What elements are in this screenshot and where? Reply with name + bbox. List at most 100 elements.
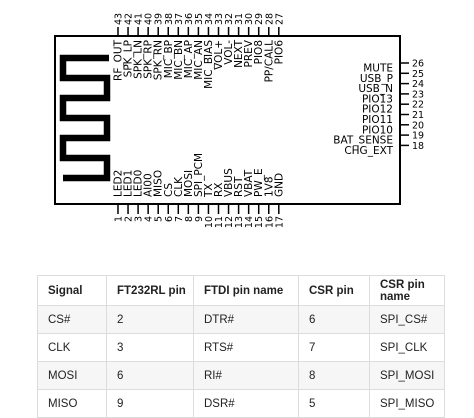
pin-label: MISO (153, 170, 165, 197)
pin-number: 39 (154, 13, 165, 25)
pin-number: 30 (244, 13, 255, 25)
pin-number: 25 (412, 69, 424, 80)
pin-number: 18 (412, 141, 424, 152)
pin-label: VBUS (223, 168, 235, 197)
pin-label: RST (233, 176, 245, 197)
pin-label: PIO11 (362, 114, 393, 126)
pin-label: GND (273, 173, 285, 197)
table-cell: 7 (298, 333, 370, 362)
pin-number: 32 (224, 13, 235, 25)
pin-number: 34 (204, 13, 215, 25)
pin-label: PIO10 (362, 124, 393, 136)
pins-layer: 43RF_OUT42SPK_LP41SPK_LN40SPK_RP39SPK_RN… (113, 13, 425, 228)
pin-number: 29 (254, 13, 265, 25)
pin-number: 16 (264, 216, 275, 228)
pin-number: 3 (134, 216, 145, 222)
pin-number: 13 (234, 216, 245, 228)
pin-label: PIO12 (362, 104, 393, 116)
pin-number: 26 (412, 59, 424, 70)
pin-label: MIC_BIAS (203, 40, 215, 89)
pin-label: USB_P (360, 73, 393, 85)
pin-number: 2 (124, 216, 135, 222)
pin-number: 40 (144, 13, 155, 25)
table-cell: RTS# (193, 333, 299, 362)
pin-number: 15 (254, 216, 265, 228)
pin-number: 41 (134, 13, 145, 25)
pin-number: 31 (234, 13, 245, 25)
table-cell: MISO (37, 389, 107, 418)
pin-label: MIC_BN (173, 40, 185, 80)
pin-number: 22 (412, 100, 424, 111)
table-cell: 8 (298, 361, 370, 390)
pin-number: 8 (184, 216, 195, 222)
chip-body (54, 35, 401, 205)
pin-number: 4 (144, 216, 155, 222)
pin-number: 42 (124, 13, 135, 25)
pin-number: 24 (412, 79, 424, 90)
pin-label: VOL- (223, 40, 235, 65)
pin-label: SPI_PCM (193, 153, 205, 197)
pin-label: VBAT (243, 169, 255, 197)
pin-number: 5 (154, 216, 165, 222)
table-cell: SPI_CLK (369, 333, 445, 362)
column-header: CSR pin (298, 275, 370, 306)
pin-number: 37 (174, 13, 185, 25)
table-cell: CS# (37, 305, 107, 334)
pin-number: 28 (264, 13, 275, 25)
pin-label: LED0 (133, 170, 145, 197)
pin-label: TX (203, 183, 215, 198)
pin-label: RX (213, 183, 225, 198)
pin-number: 38 (164, 13, 175, 25)
table-cell: SPI_MOSI (369, 361, 445, 390)
pin-label: MIC_AP (183, 40, 195, 78)
pin-label: LED1 (123, 170, 135, 197)
pin-number: 33 (214, 13, 225, 25)
table-cell: 6 (298, 305, 370, 334)
pin-label: RF_OUT (113, 39, 125, 81)
column-header: Signal (37, 275, 107, 306)
pin-label: SPK_RP (143, 40, 155, 79)
pin-number: 12 (224, 216, 235, 228)
table-row: MISO 9 DSR# 5 SPI_MISO (37, 389, 445, 418)
column-header: CSR pin name (369, 275, 445, 306)
pin-mapping-table: Signal FT232RL pin FTDI pin name CSR pin… (37, 275, 445, 418)
table-cell: 9 (106, 389, 194, 418)
pin-label: PIO8 (253, 40, 265, 64)
table-cell: CLK (37, 333, 107, 362)
pin-number: 17 (274, 216, 285, 228)
pin-number: 19 (412, 131, 424, 142)
pin-number: 27 (274, 13, 285, 25)
pin-number: 23 (412, 89, 424, 100)
table-cell: SPI_CS# (369, 305, 445, 334)
pin-label: VOL+ (213, 40, 225, 70)
pin-label: MIC_BP (163, 40, 175, 78)
pin-label: CS (163, 183, 175, 197)
pin-number: 1 (114, 216, 125, 222)
table-cell: 5 (298, 389, 370, 418)
pin-label: BAT_SENSE (333, 135, 393, 147)
pin-number: 9 (194, 216, 205, 222)
table-cell: DTR# (193, 305, 299, 334)
antenna-trace-icon (59, 54, 111, 182)
pin-label: MOSI (183, 170, 195, 197)
pin-label: SPK_RN (153, 40, 165, 80)
pin-label: MIC_AN (193, 40, 205, 80)
pin-number: 20 (412, 120, 424, 131)
table-cell: 2 (106, 305, 194, 334)
pin-label: SPK_LP (123, 40, 135, 77)
pin-number: 43 (114, 13, 125, 25)
chip-pinout-diagram: 43RF_OUT42SPK_LP41SPK_LN40SPK_RP39SPK_RN… (54, 13, 425, 228)
pin-label: PIO6 (273, 40, 285, 65)
column-header: FTDI pin name (193, 275, 299, 306)
table-cell: 6 (106, 361, 194, 390)
pin-label: SPK_LN (133, 40, 145, 79)
pin-number: 7 (174, 216, 185, 222)
pin-number: 10 (204, 216, 215, 228)
column-header: FT232RL pin (106, 275, 194, 306)
table-row: MOSI 6 RI# 8 SPI_MOSI (37, 361, 445, 390)
pin-label: CHG_EXT (344, 145, 393, 157)
pin-label: MUTE (363, 63, 393, 75)
table-header-row: Signal FT232RL pin FTDI pin name CSR pin… (37, 275, 445, 306)
pin-label: LED2 (113, 170, 125, 197)
pin-number: 35 (194, 13, 205, 25)
